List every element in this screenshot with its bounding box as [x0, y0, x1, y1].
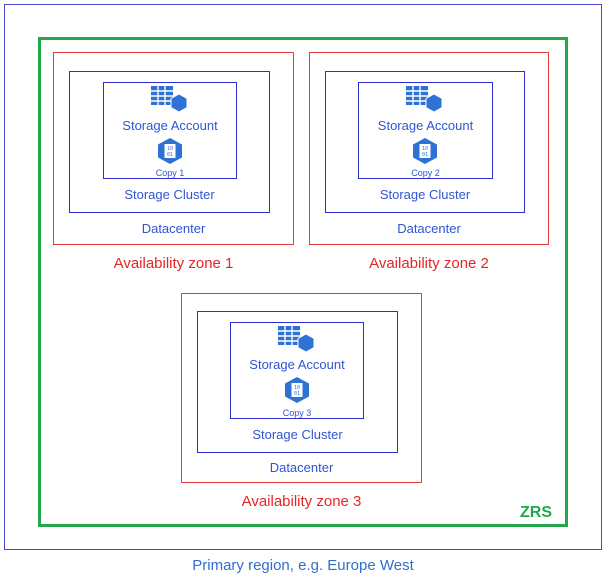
availability-zone-label: Availability zone 1 — [113, 255, 234, 272]
svg-text:10: 10 — [422, 146, 428, 152]
zrs-label: ZRS — [520, 504, 552, 521]
storage-account-icon — [406, 86, 443, 113]
storage-account-label: Storage Account — [249, 357, 345, 372]
datacenter-2-box — [325, 71, 525, 213]
copy-label: Copy 1 — [155, 168, 185, 178]
datacenter-3-box — [197, 311, 398, 453]
storage-cluster-1-box — [103, 82, 237, 179]
copy-label: Copy 3 — [282, 408, 312, 418]
storage-account-label: Storage Account — [377, 118, 474, 133]
primary-region-label: Primary region, e.g. Europe West — [192, 557, 414, 574]
storage-account-label: Storage Account — [122, 118, 218, 133]
blob-data-icon: 10 01 — [158, 138, 182, 164]
svg-text:01: 01 — [294, 391, 300, 397]
datacenter-label: Datacenter — [397, 221, 461, 236]
datacenter-1-box — [69, 71, 270, 213]
availability-zone-1-box — [53, 52, 294, 245]
datacenter-label: Datacenter — [269, 460, 334, 475]
blob-data-icon: 10 01 — [285, 377, 309, 403]
svg-text:01: 01 — [422, 152, 428, 158]
storage-cluster-label: Storage Cluster — [379, 187, 471, 202]
copy-label: Copy 2 — [411, 168, 440, 178]
zrs-boundary-box — [38, 37, 568, 527]
svg-text:10: 10 — [294, 385, 300, 391]
svg-text:01: 01 — [167, 152, 173, 158]
primary-region-box — [4, 4, 602, 550]
storage-cluster-3-box — [230, 322, 364, 419]
svg-text:10: 10 — [167, 146, 173, 152]
availability-zone-label: Availability zone 3 — [241, 493, 362, 510]
storage-cluster-label: Storage Cluster — [124, 187, 215, 202]
storage-account-icon — [278, 326, 315, 353]
storage-account-icon — [151, 86, 188, 113]
availability-zone-label: Availability zone 2 — [369, 255, 489, 272]
blob-data-icon: 10 01 — [413, 138, 437, 164]
datacenter-label: Datacenter — [141, 221, 206, 236]
availability-zone-2-box — [309, 52, 549, 245]
storage-cluster-label: Storage Cluster — [252, 427, 343, 442]
availability-zone-3-box — [181, 293, 422, 483]
storage-cluster-2-box — [358, 82, 493, 179]
